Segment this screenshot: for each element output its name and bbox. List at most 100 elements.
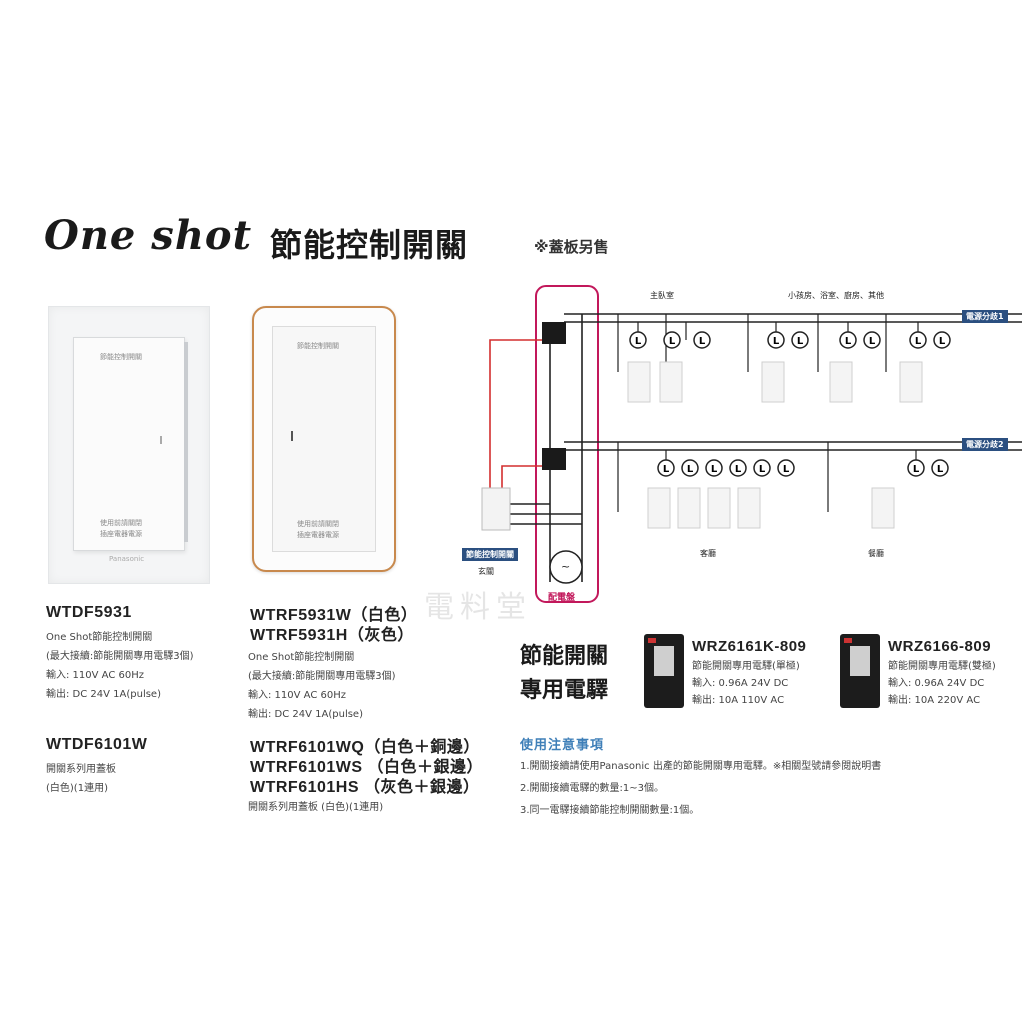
spec-wtdf5931: One Shot節能控制開關 (最大接續:節能開關專用電驛3個) 輸入: 110… (46, 628, 194, 704)
room-switch (761, 361, 785, 403)
spec-line: One Shot節能控制開關 (46, 632, 153, 643)
spec-wtrf5931: One Shot節能控制開關 (最大接續:節能開關專用電驛3個) 輸入: 110… (248, 648, 396, 724)
spec-line: 開關系列用蓋板 (白色)(1連用) (248, 802, 384, 813)
spec-line: 輸出: DC 24V 1A(pulse) (46, 689, 161, 700)
badge-branch1: 電源分歧1 (962, 310, 1008, 323)
lamp-icon (907, 459, 925, 477)
model-wtdf6101w: WTDF6101W (46, 736, 148, 753)
lamp-label: L (687, 464, 694, 475)
relay-title-line1: 節能開關 (520, 644, 609, 669)
room-switch (707, 487, 731, 529)
room-switch (829, 361, 853, 403)
model-wtrf5931: WTRF5931W（白色） WTRF5931H（灰色） (250, 606, 417, 646)
lamp-icon (909, 331, 927, 349)
lamp-label: L (783, 464, 790, 475)
room-switch (737, 487, 761, 529)
label-master-bedroom: 主臥室 (650, 291, 674, 300)
lamp-icon (693, 331, 711, 349)
relay-model-1: WRZ6161K-809 (692, 638, 807, 655)
lamp-label: L (663, 464, 670, 475)
lamp-label: L (869, 336, 876, 347)
spec-line: 開關系列用蓋板 (46, 764, 116, 775)
relay-photo-wrz6166 (840, 634, 880, 708)
lamp-icon (777, 459, 795, 477)
relay-section-title: 節能開關 專用電驛 (520, 640, 608, 708)
product-photo-wtdf5931: 節能控制開關 使用前請關閉 插座電器電源 Panasonic (48, 306, 210, 584)
relay-spec-1: 節能開關專用電驛(單極) 輸入: 0.96A 24V DC 輸出: 10A 11… (692, 658, 800, 709)
relay-photo-wrz6161k (644, 634, 684, 708)
lamp-icon (705, 459, 723, 477)
plate-text-bottom-1: 使用前請關閉 (297, 520, 339, 528)
energy-switch-box (481, 487, 511, 531)
plate-text-top: 節能控制開關 (100, 353, 142, 361)
room-switch (899, 361, 923, 403)
model-line: WTRF6101HS （灰色＋銀邊） (250, 779, 480, 796)
spec-line: 輸出: 10A 110V AC (692, 695, 785, 706)
spec-line: 輸出: 10A 220V AC (888, 695, 981, 706)
relay-window (654, 646, 674, 676)
spec-line: 輸入: 0.96A 24V DC (692, 678, 789, 689)
headline-script: One shot (44, 212, 253, 259)
badge-branch2: 電源分歧2 (962, 438, 1008, 451)
plate-text-top: 節能控制開關 (297, 342, 339, 350)
lamp-label: L (735, 464, 742, 475)
lamp-label: L (759, 464, 766, 475)
model-line: WTRF6101WS （白色＋銀邊） (250, 759, 484, 776)
lamp-icon (663, 331, 681, 349)
ac-source (549, 550, 583, 584)
relay-1 (542, 322, 566, 344)
note-item: 1.開關接續請使用Panasonic 出產的節能開關專用電驛。※相關型號請參閱說… (520, 761, 882, 772)
model-line: WTRF5931W（白色） (250, 607, 418, 624)
note-item: 3.同一電驛接續節能控制開關數量:1個。 (520, 805, 700, 816)
spec-line: (最大接續:節能開關專用電驛3個) (248, 671, 396, 682)
lamp-label: L (711, 464, 718, 475)
lamp-icon (753, 459, 771, 477)
spec-wtrf6101: 開關系列用蓋板 (白色)(1連用) (248, 798, 383, 817)
lamp-label: L (845, 336, 852, 347)
product-photo-wtrf5931: 節能控制開關 使用前請關閉 插座電器電源 (252, 306, 396, 572)
lamp-icon (791, 331, 809, 349)
model-line: WTRF5931H（灰色） (250, 627, 414, 644)
room-switch (627, 361, 651, 403)
label-entrance: 玄關 (478, 567, 494, 576)
lamp-label: L (773, 336, 780, 347)
model-wtdf5931: WTDF5931 (46, 604, 132, 621)
badge-energy-switch: 節能控制開關 (462, 548, 518, 561)
lamp-label: L (797, 336, 804, 347)
model-wtrf6101: WTRF6101WQ（白色＋銅邊） WTRF6101WS （白色＋銀邊） WTR… (250, 738, 483, 798)
watermark: 電料堂 (424, 590, 532, 625)
spec-line: 輸入: 110V AC 60Hz (46, 670, 144, 681)
label-distribution-panel: 配電盤 (548, 593, 576, 603)
distribution-panel-outline (535, 285, 599, 603)
lamp-icon (839, 331, 857, 349)
lamp-label: L (699, 336, 706, 347)
label-dining-room: 餐廳 (868, 549, 884, 558)
relay-led (844, 638, 852, 643)
lamp-label: L (669, 336, 676, 347)
lamp-icon (657, 459, 675, 477)
room-switch (871, 487, 895, 529)
relay-window (850, 646, 870, 676)
headline-title: 節能控制開關 (270, 226, 469, 264)
label-other-rooms: 小孩房、浴室、廚房、其他 (788, 291, 884, 300)
notes-title: 使用注意事項 (520, 738, 605, 753)
plate-text-bottom-2: 插座電器電源 (297, 531, 339, 539)
lamp-label: L (939, 336, 946, 347)
relay-spec-2: 節能開關專用電驛(雙極) 輸入: 0.96A 24V DC 輸出: 10A 22… (888, 658, 996, 709)
spec-line: (最大接續:節能開關專用電驛3個) (46, 651, 194, 662)
relay-model-2: WRZ6166-809 (888, 638, 992, 655)
cover-plate-note: ※蓋板另售 (534, 238, 609, 256)
spec-wtdf6101w: 開關系列用蓋板 (白色)(1連用) (46, 760, 116, 798)
lamp-label: L (635, 336, 642, 347)
spec-line: (白色)(1連用) (46, 783, 108, 794)
ac-symbol: ~ (561, 560, 571, 573)
relay-title-line2: 專用電驛 (520, 678, 609, 703)
indicator-mark (291, 431, 293, 441)
spec-line: 輸入: 110V AC 60Hz (248, 690, 346, 701)
lamp-icon (933, 331, 951, 349)
plate-text-bottom-1: 使用前請關閉 (100, 519, 142, 527)
lamp-icon (767, 331, 785, 349)
